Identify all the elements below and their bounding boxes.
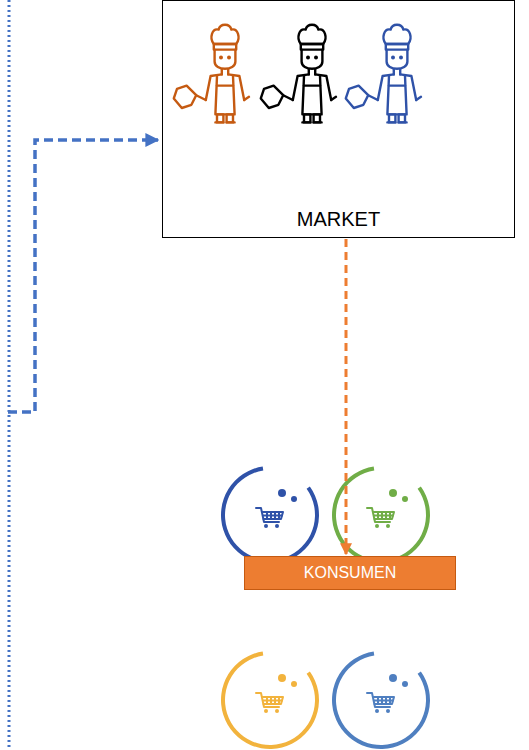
market-box: MARKET [162,0,515,238]
node-label: MARKET [297,208,380,231]
consumer-label-box: KONSUMEN [244,556,456,590]
flow-arrow [8,140,158,412]
flow-arrow [345,239,348,554]
node-label: KONSUMEN [304,564,396,582]
consumer-icons [221,467,430,749]
dotted-line [8,0,11,750]
consumer-icon [221,467,319,564]
butcher-figure [346,25,421,123]
consumer-icon [332,652,430,749]
butcher-figure [261,25,336,123]
consumer-icon [221,652,319,749]
butcher-figure [174,25,249,123]
